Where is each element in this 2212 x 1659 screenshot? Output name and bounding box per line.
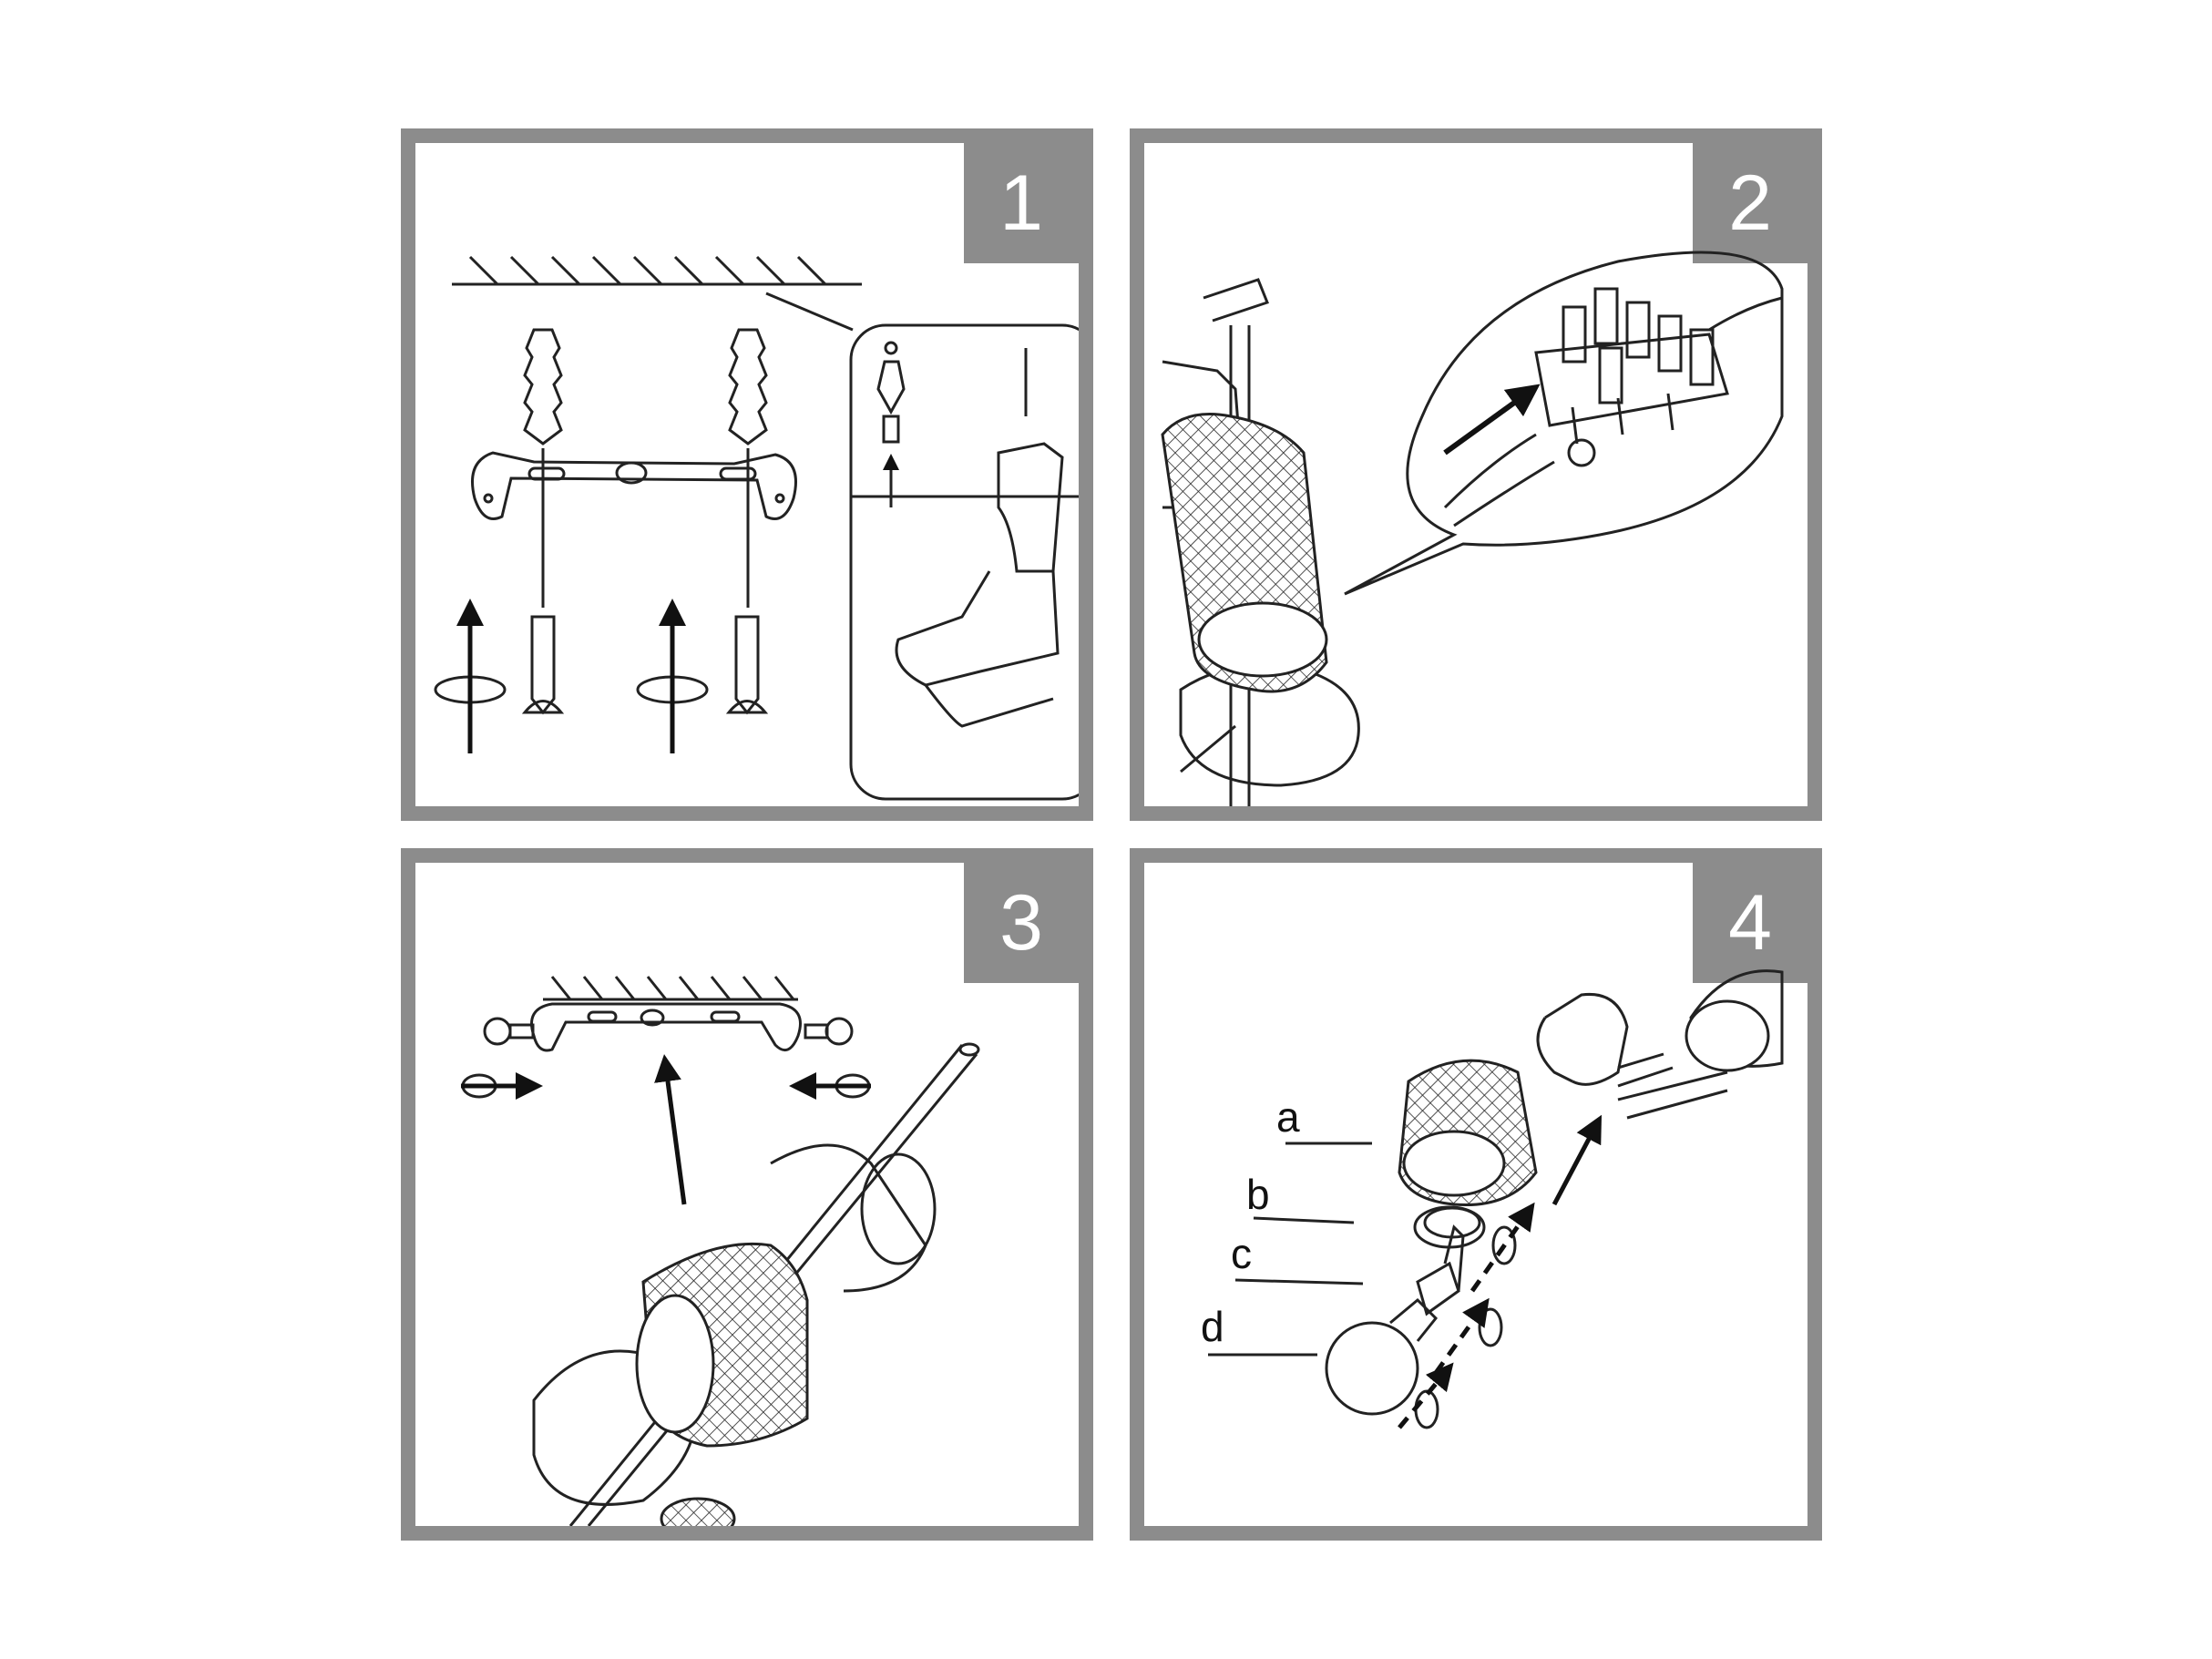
step-2-number: 2 bbox=[1693, 143, 1807, 263]
step-4-panel: 4 bbox=[1130, 848, 1822, 1541]
step-1-number: 1 bbox=[964, 143, 1079, 263]
part-label-a: a bbox=[1276, 1093, 1300, 1141]
part-label-d: d bbox=[1201, 1303, 1224, 1350]
step-1-panel: 1 bbox=[401, 128, 1093, 821]
step-3-panel: 3 bbox=[401, 848, 1093, 1541]
step-1-illustration bbox=[434, 255, 1079, 801]
step-4-illustration: a b c d bbox=[1201, 969, 1784, 1429]
part-label-b: b bbox=[1246, 1171, 1270, 1218]
step-2-illustration bbox=[1161, 251, 1784, 806]
part-label-c: c bbox=[1231, 1230, 1252, 1277]
step-3-illustration bbox=[461, 976, 980, 1526]
step-3-number: 3 bbox=[964, 863, 1079, 983]
step-4-number: 4 bbox=[1693, 863, 1807, 983]
step-2-panel: 2 bbox=[1130, 128, 1822, 821]
